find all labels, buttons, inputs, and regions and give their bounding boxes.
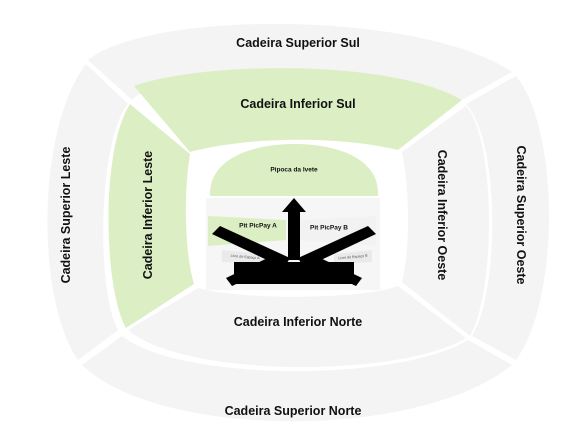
label-pit-a: Pit PicPay A: [239, 222, 277, 230]
sector-inferior-leste[interactable]: [108, 104, 195, 328]
label-superior-oeste: Cadeira Superior Oeste: [514, 145, 528, 285]
stage-shape: [212, 198, 376, 286]
sector-inferior-sul[interactable]: [134, 68, 462, 152]
label-superior-leste: Cadeira Superior Leste: [59, 146, 73, 284]
label-pipoca: Pipoca da Ivete: [270, 166, 318, 174]
camarote-b-area: [334, 250, 372, 264]
label-pit-b: Pit PicPay B: [310, 224, 348, 232]
sector-superior-norte[interactable]: [82, 336, 512, 422]
label-inferior-oeste: Cadeira Inferior Oeste: [435, 149, 449, 281]
label-superior-norte: Cadeira Superior Norte: [224, 404, 362, 418]
label-inferior-norte: Cadeira Inferior Norte: [233, 315, 363, 329]
sector-inferior-oeste[interactable]: [402, 106, 490, 336]
sector-inferior-norte[interactable]: [128, 286, 466, 368]
label-inferior-leste: Cadeira Inferior Leste: [141, 150, 155, 280]
sector-superior-leste[interactable]: [47, 64, 128, 360]
sector-superior-oeste[interactable]: [466, 76, 549, 360]
pipoca-sector[interactable]: [209, 144, 379, 196]
label-superior-sul: Cadeira Superior Sul: [236, 36, 360, 50]
label-inferior-sul: Cadeira Inferior Sul: [240, 97, 356, 111]
